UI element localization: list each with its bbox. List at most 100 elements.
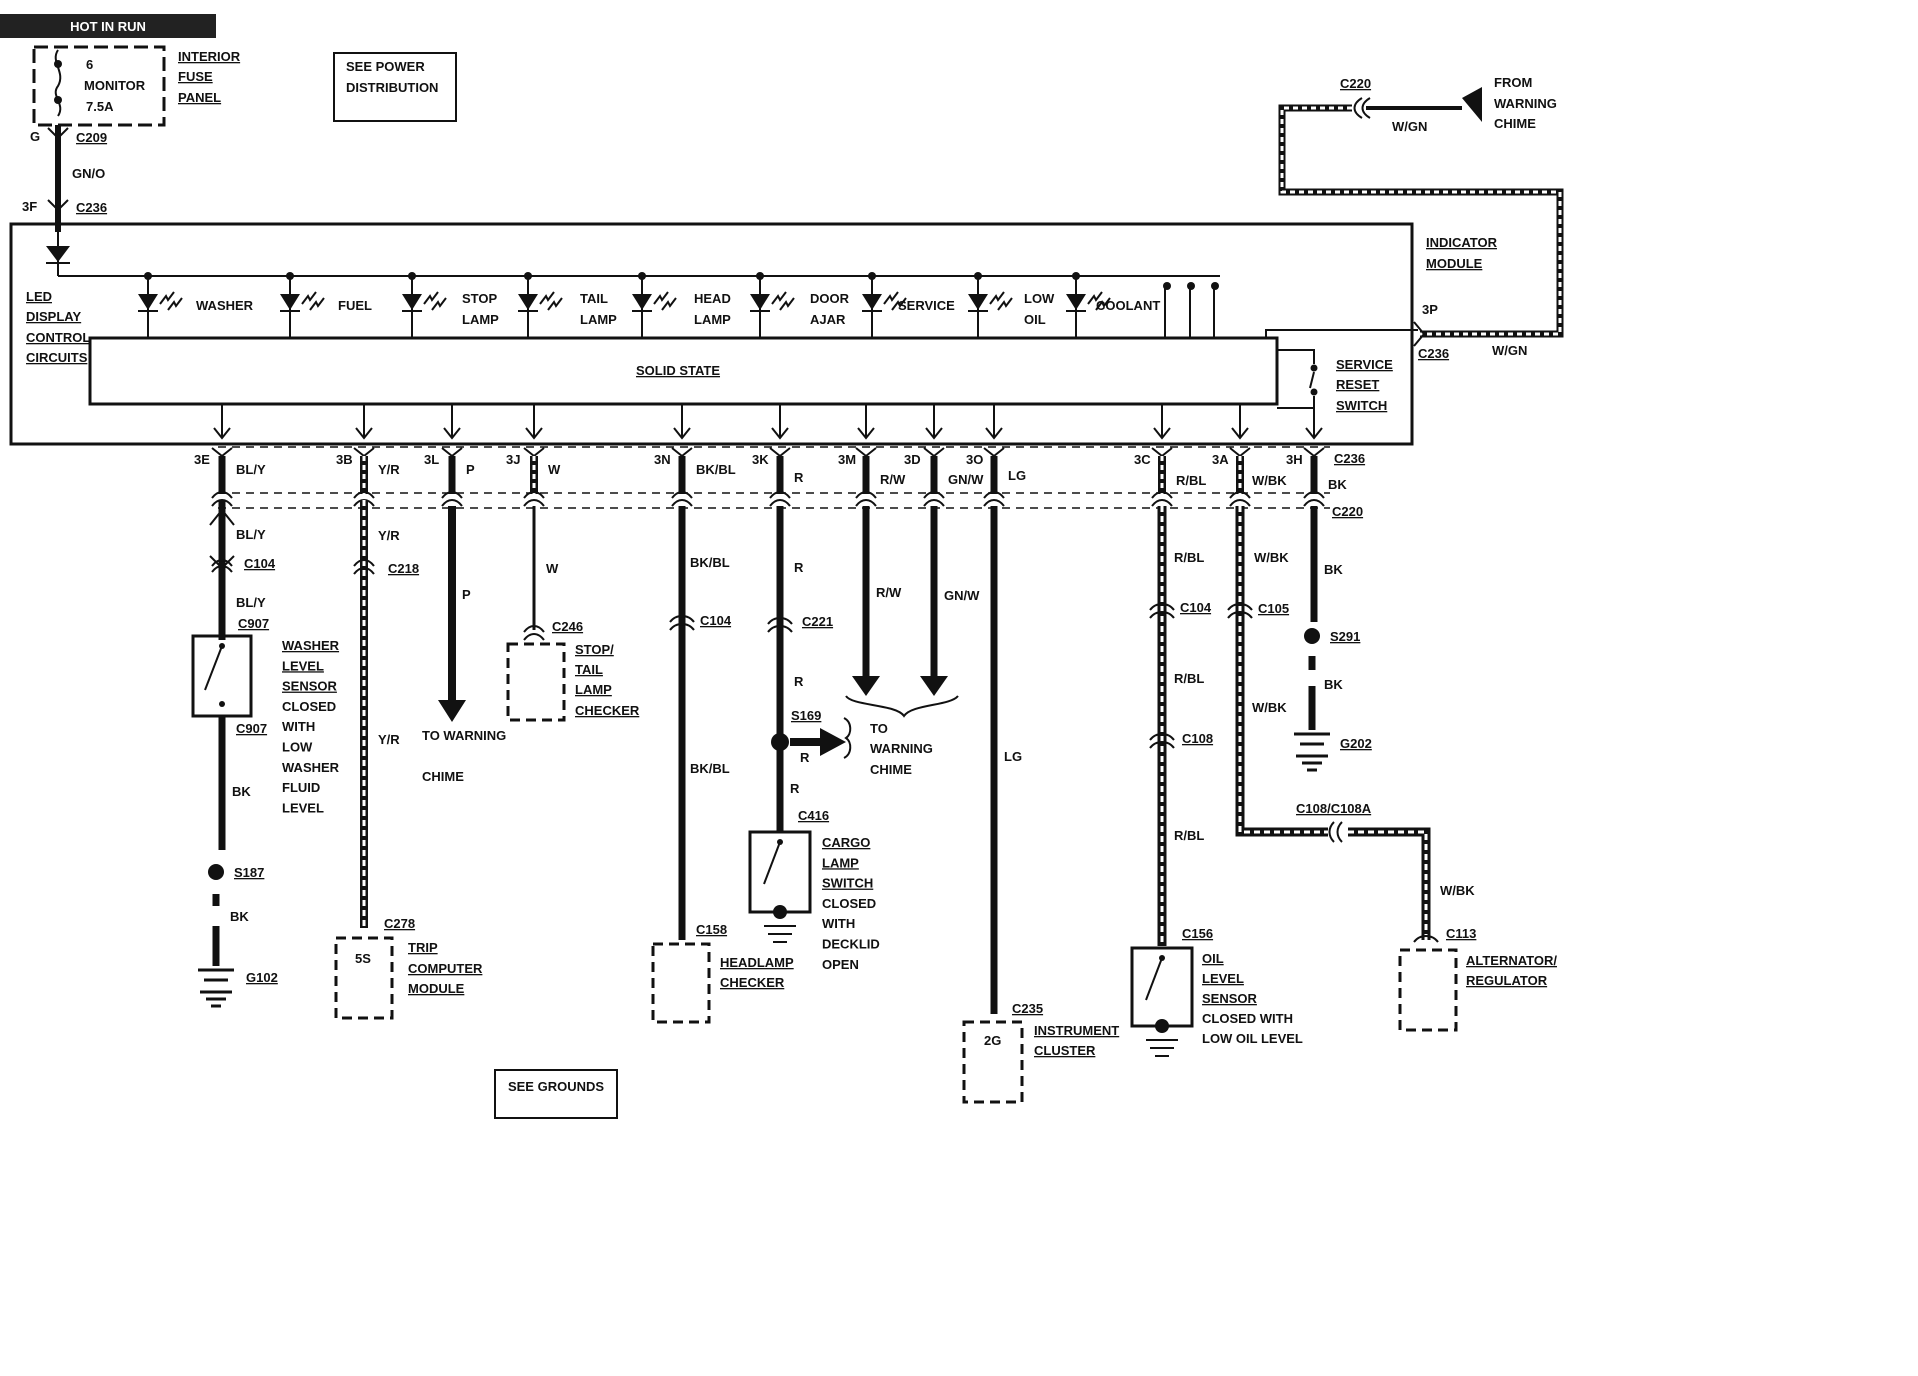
connector-c236-icon	[855, 447, 877, 458]
stop-wire: W	[546, 561, 559, 576]
cargo-switch-text-line: DECKLID	[822, 937, 880, 952]
power-distribution-line-2: DISTRIBUTION	[346, 80, 438, 95]
trip-c218: C218	[388, 561, 419, 576]
connector-c209-icon	[47, 127, 69, 140]
wire-w-bk	[1238, 506, 1428, 940]
led-label: LAMP	[694, 312, 731, 327]
led-indicator-8: COOLANT	[1066, 272, 1160, 338]
cargo-switch-text-line: OPEN	[822, 957, 859, 972]
oil-wire-2: R/BL	[1174, 671, 1204, 686]
connector-c218-icon	[353, 559, 375, 575]
connector-c220-icon	[1229, 491, 1251, 507]
washer-sensor-text-line: LEVEL	[282, 658, 324, 673]
pin-label: 3O	[966, 452, 983, 467]
pin-label: 3M	[838, 452, 856, 467]
wiring-diagram-canvas: HOT IN RUN 6 MONITOR 7.5A INTERIOR FUSE …	[0, 14, 1564, 1119]
output-pin-3: 3JW	[506, 404, 561, 507]
c236-top-label: C236	[76, 200, 107, 215]
g-label: G	[30, 129, 40, 144]
chime-wire-2: GN/W	[944, 588, 980, 603]
oil-sensor-text-line: LOW OIL LEVEL	[1202, 1031, 1303, 1046]
stop-checker-2: TAIL	[575, 662, 603, 677]
cargo-s169: S169	[791, 708, 821, 723]
oil-wire-3: R/BL	[1174, 828, 1204, 843]
chime-dest-3: CHIME	[870, 762, 912, 777]
cargo-switch-text-line: LAMP	[822, 855, 859, 870]
led-label: SERVICE	[898, 298, 955, 313]
ground-g202-icon	[1294, 732, 1330, 772]
led-icon	[518, 294, 538, 310]
arrow-to-chime-icon	[820, 728, 846, 756]
c236-bottom-label: C236	[1334, 451, 1365, 466]
head-checker-2: CHECKER	[720, 975, 785, 990]
led-icon	[138, 294, 158, 310]
headlamp-checker-box	[651, 942, 711, 1024]
cargo-wire-branch: R	[800, 750, 810, 765]
chime-wire-1: R/W	[876, 585, 902, 600]
power-distribution-box	[333, 52, 457, 122]
cargo-wire-1: R	[794, 560, 804, 575]
washer-sensor-text: WASHERLEVELSENSORCLOSEDWITHLOWWASHERFLUI…	[282, 638, 340, 815]
module-output-pins: 3EBL/Y3BY/R3LP3JW3NBK/BL3KR3MR/W3DGN/W3O…	[194, 404, 1347, 507]
output-pin-2: 3LP	[424, 404, 475, 507]
stop-checker-4: CHECKER	[575, 703, 640, 718]
trip-wire-1: Y/R	[378, 528, 400, 543]
connector-c220-icon	[855, 491, 877, 507]
trip-computer-module-box	[334, 936, 394, 1020]
washer-wire-2: BL/Y	[236, 595, 266, 610]
washer-s187: S187	[234, 865, 264, 880]
cluster-pin: 2G	[984, 1033, 1001, 1048]
trip-module-2: COMPUTER	[408, 961, 483, 976]
led-label: HEAD	[694, 291, 731, 306]
switch-contact-icon	[1310, 364, 1318, 372]
connector-band-c236	[218, 446, 1330, 494]
head-c158: C158	[696, 922, 727, 937]
trip-module-1: TRIP	[408, 940, 438, 955]
oil-wire-1: R/BL	[1174, 550, 1204, 565]
washer-sensor-text-line: WITH	[282, 719, 315, 734]
connector-c108-icon	[1149, 733, 1175, 749]
washer-c907-bottom: C907	[236, 721, 267, 736]
washer-wire-4: BK	[230, 909, 249, 924]
alt-c108-c108a: C108/C108A	[1296, 801, 1372, 816]
arrow-to-warning-chime-icon	[438, 700, 466, 722]
indicator-module-label-1: INDICATOR	[1426, 235, 1498, 250]
pin-wire-label: R/W	[880, 472, 906, 487]
connector-c220-icon	[441, 491, 463, 507]
alt-wire-1: W/BK	[1254, 550, 1289, 565]
alt-wire-2: W/BK	[1252, 700, 1287, 715]
pin-label: 3D	[904, 452, 921, 467]
washer-c104: C104	[244, 556, 276, 571]
connector-c236-icon	[211, 447, 233, 458]
pin-label: 3C	[1134, 452, 1151, 467]
solid-state-box	[88, 336, 1279, 406]
fuse-panel-box	[32, 45, 166, 127]
alternator-regulator-box	[1398, 948, 1458, 1032]
cargo-ground-icon	[764, 925, 796, 943]
p-wire: P	[462, 587, 471, 602]
washer-sensor-text-line: SENSOR	[282, 679, 338, 694]
connector-c104-head-icon	[669, 615, 695, 631]
pin-label: 3L	[424, 452, 439, 467]
connector-c105-icon	[1227, 603, 1253, 619]
connector-c236-icon	[769, 447, 791, 458]
led-control-label-3: CONTROL	[26, 330, 90, 345]
washer-sensor-text-line: CLOSED	[282, 699, 336, 714]
head-c104: C104	[700, 613, 732, 628]
led-label: OIL	[1024, 312, 1046, 327]
service-reset-label-2: RESET	[1336, 377, 1379, 392]
pin-wire-label: W	[548, 462, 561, 477]
washer-c907-top: C907	[238, 616, 269, 631]
arrow-r-w-icon	[852, 676, 880, 696]
splice-s187-icon	[208, 864, 224, 880]
cluster-wire: LG	[1004, 749, 1022, 764]
oil-c156: C156	[1182, 926, 1213, 941]
cargo-switch-text-line: CLOSED	[822, 896, 876, 911]
pin-wire-label: BL/Y	[236, 462, 266, 477]
head-wire-2: BK/BL	[690, 761, 730, 776]
